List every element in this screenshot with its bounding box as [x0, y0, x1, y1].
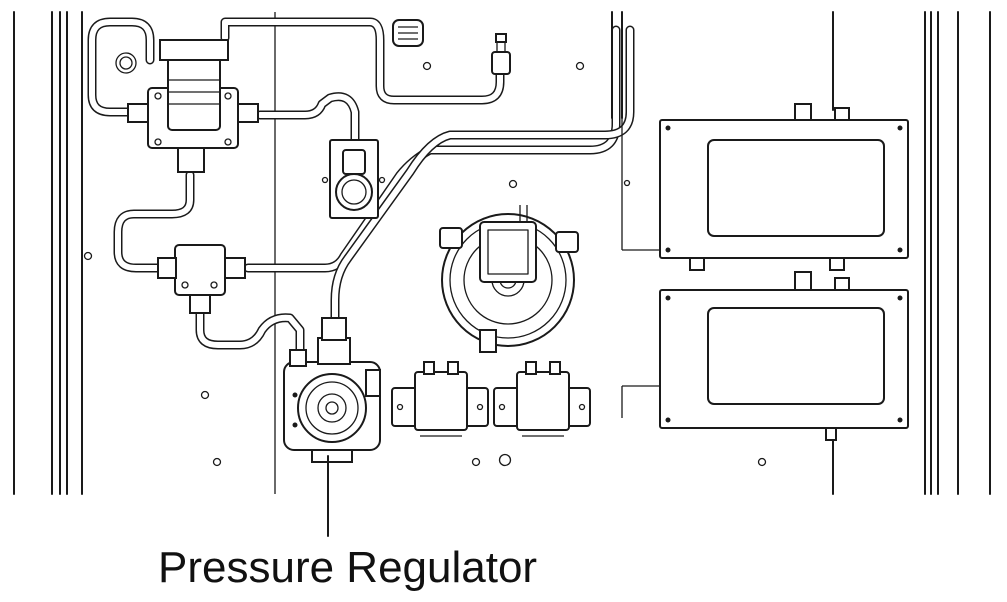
solenoid-valve	[127, 39, 259, 173]
transformer-right	[493, 361, 591, 437]
oil-filter-mount	[321, 139, 386, 219]
cabinet-frame	[13, 11, 991, 495]
transformer-left	[391, 361, 489, 437]
pressure-regulator-label: Pressure Regulator	[158, 543, 538, 592]
grommet	[392, 19, 424, 47]
control-box-upper	[621, 103, 909, 271]
mounting-holes	[83, 52, 767, 467]
pressure-regulator-unit	[283, 317, 381, 463]
control-box-lower	[621, 271, 909, 441]
blower-motor	[439, 205, 579, 353]
pipe-connector	[491, 33, 511, 75]
tee-fitting	[157, 244, 246, 314]
fuel-pipes	[87, 17, 635, 360]
